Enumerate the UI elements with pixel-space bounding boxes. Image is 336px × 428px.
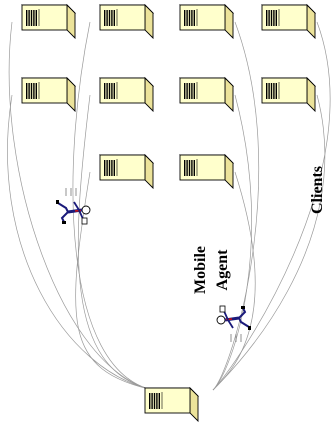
computer-box-icon: [184, 9, 198, 26]
client-computer-8: [260, 76, 317, 113]
computer-box-icon: [184, 82, 198, 99]
client-computer-9: [98, 153, 155, 190]
client-computer-10: [178, 153, 235, 190]
client-computer-5: [20, 76, 77, 113]
agent-label-line1: Mobile: [192, 246, 209, 294]
server-computer: [143, 386, 200, 423]
connection-line: [72, 21, 154, 391]
computer-box-icon: [26, 9, 40, 26]
mobile-agent-figure-1: [56, 188, 91, 225]
connection-line: [212, 94, 326, 391]
computer-box-icon: [104, 9, 118, 26]
computer-boxes: [20, 3, 317, 423]
server-box-icon: [149, 392, 163, 409]
connection-line: [75, 171, 154, 391]
mobile-agent-figure-2: [216, 305, 251, 342]
connection-line: [212, 21, 260, 391]
computer-box-icon: [184, 159, 198, 176]
computer-box-icon: [266, 82, 280, 99]
computer-box-icon: [104, 82, 118, 99]
connection-line: [7, 94, 154, 391]
computer-box-icon: [26, 82, 40, 99]
agents: [56, 188, 251, 342]
connection-line: [8, 21, 154, 391]
computer-box-icon: [104, 159, 118, 176]
running-agent-icon: [216, 305, 251, 342]
client-computer-7: [178, 76, 235, 113]
agent-label-line2: Agent: [214, 249, 231, 291]
client-computer-1: [20, 3, 77, 40]
computer-box-icon: [266, 9, 280, 26]
clients-label: Clients: [309, 166, 326, 214]
connection-lines: [7, 21, 331, 391]
connection-line: [212, 94, 252, 391]
connection-line: [212, 21, 331, 391]
client-computer-6: [98, 76, 155, 113]
running-agent-icon: [56, 188, 91, 225]
client-computer-3: [178, 3, 235, 40]
client-computer-2: [98, 3, 155, 40]
client-computer-4: [260, 3, 317, 40]
connection-line: [77, 94, 154, 391]
